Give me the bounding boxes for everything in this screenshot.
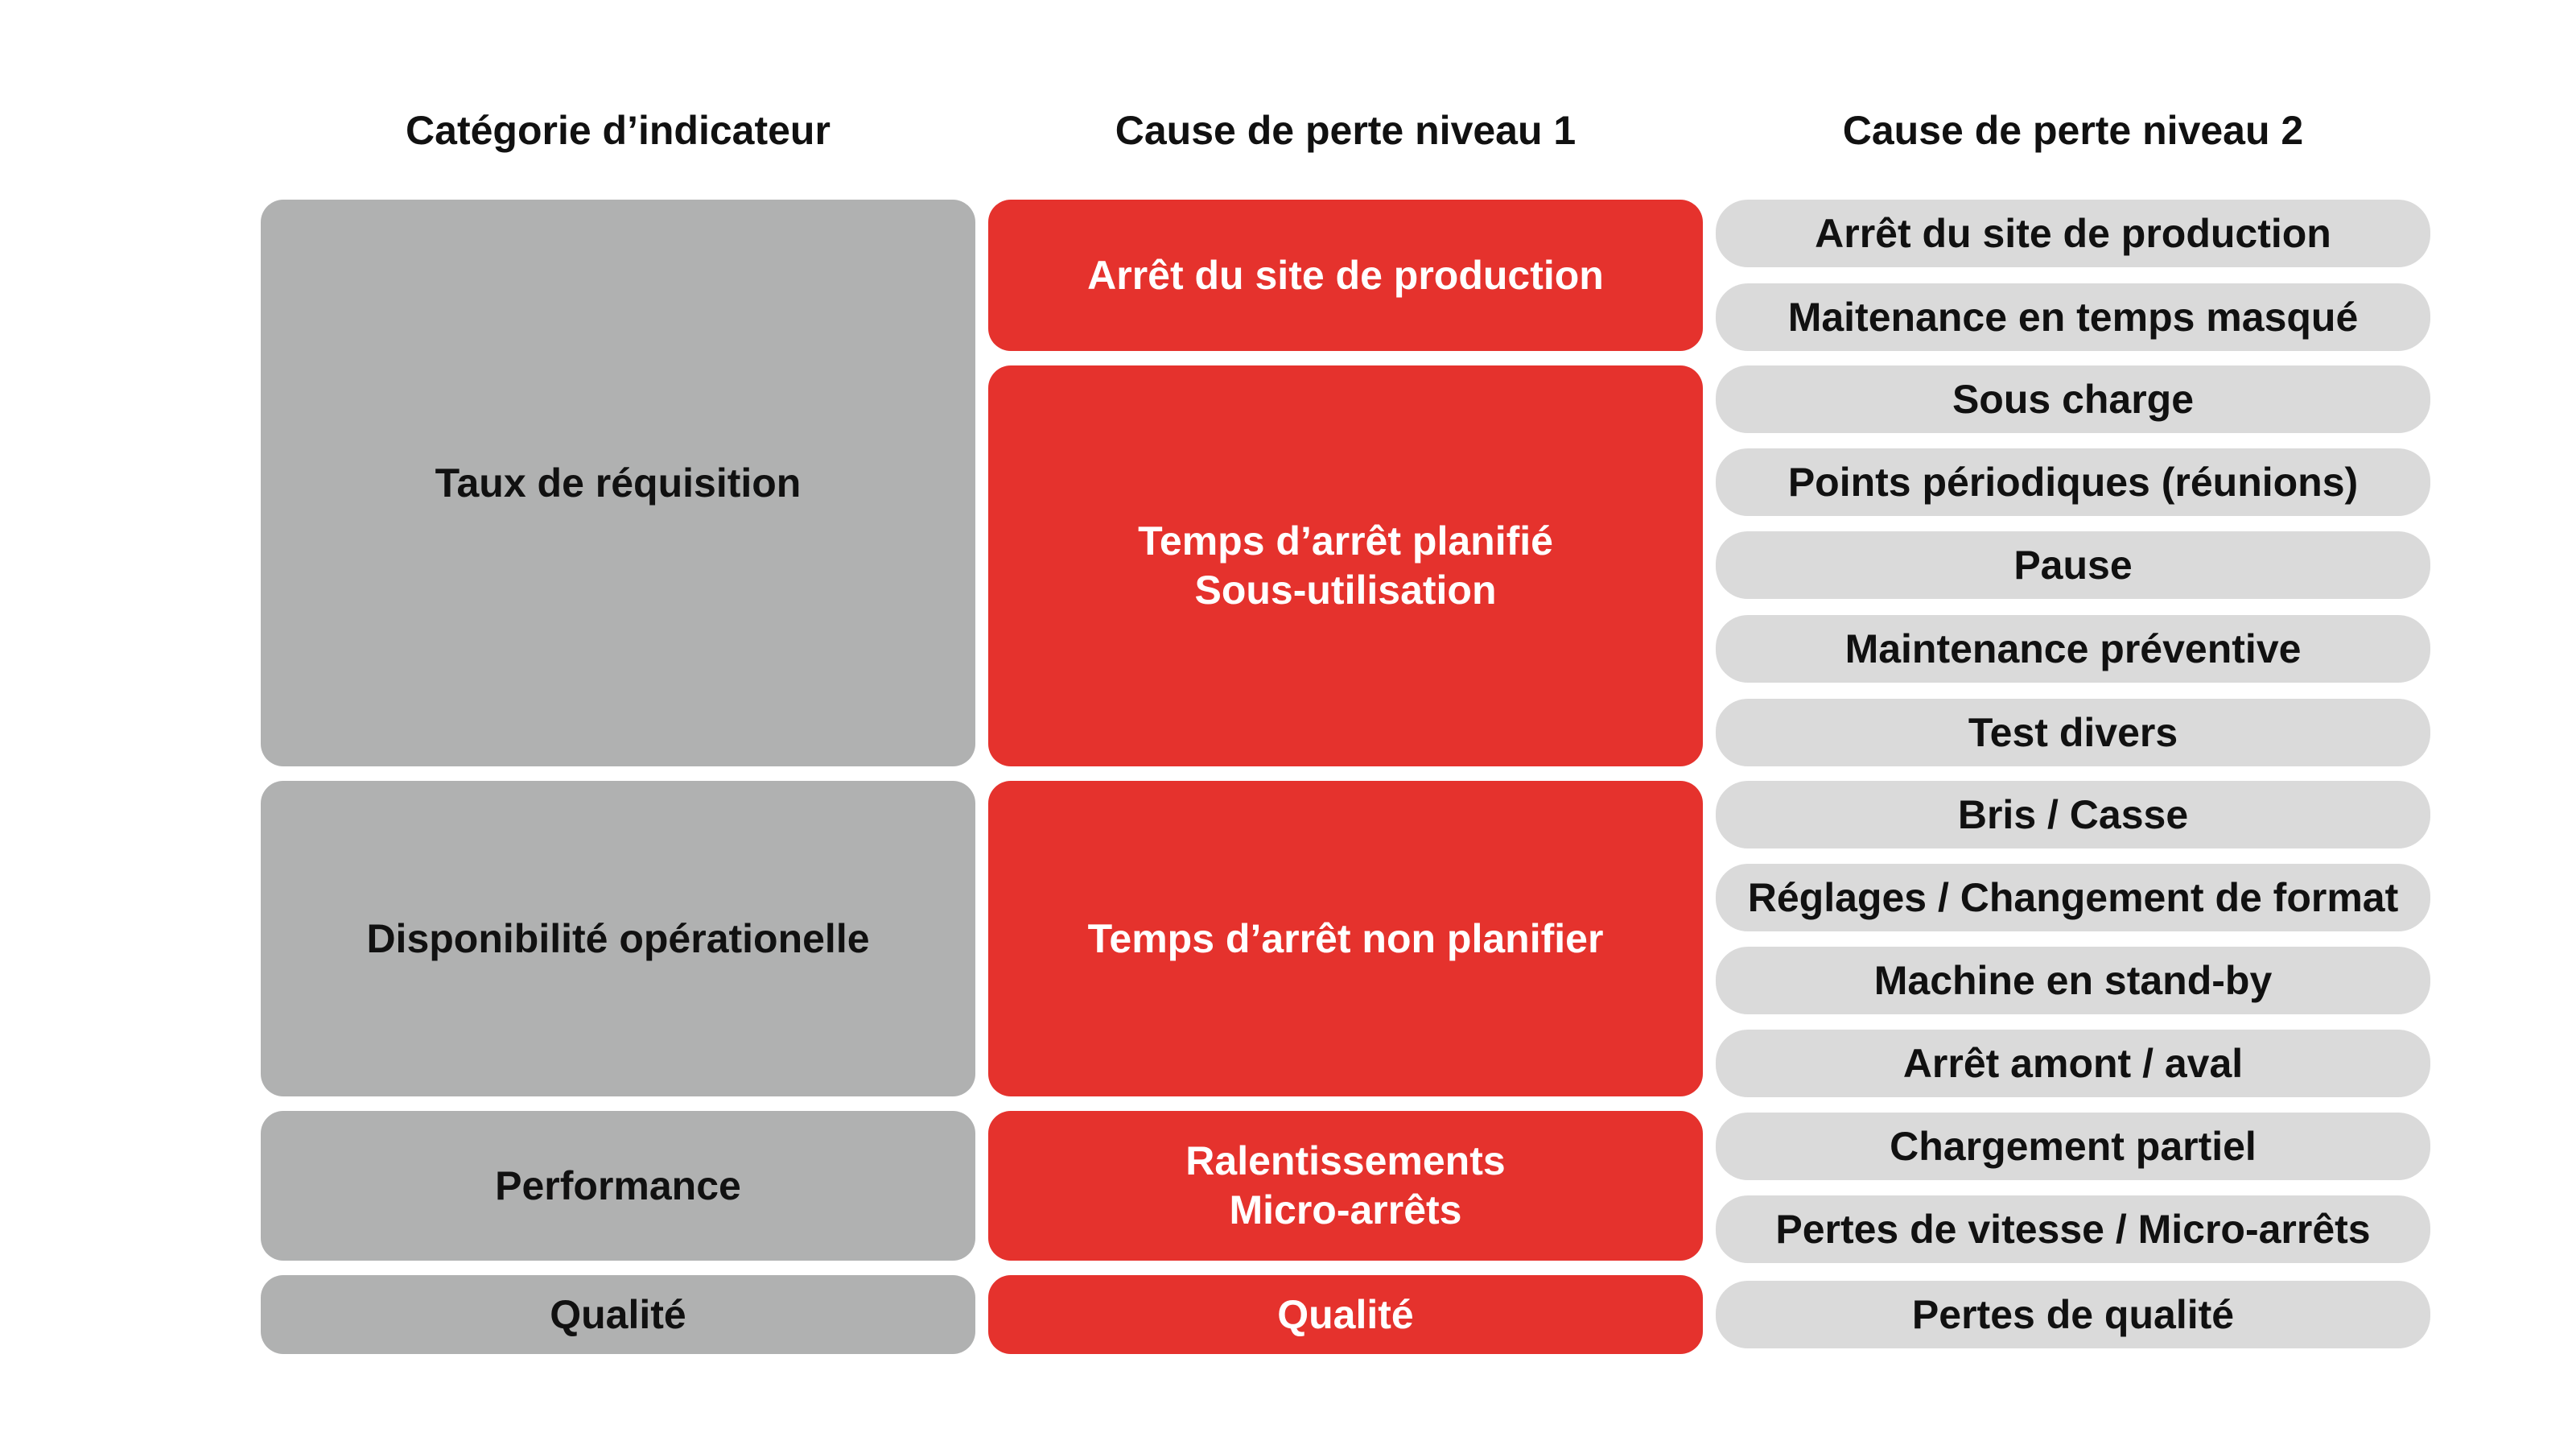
level2-label: Chargement partiel xyxy=(1890,1124,2257,1169)
level1-temps-arret-non-planifier: Temps d’arrêt non planifier xyxy=(988,781,1703,1096)
level2-item: Arrêt amont / aval xyxy=(1716,1030,2430,1097)
level2-label: Arrêt amont / aval xyxy=(1902,1041,2244,1086)
level2-item: Arrêt du site de production xyxy=(1716,200,2430,267)
level2-item: Pertes de qualité xyxy=(1716,1281,2430,1348)
level2-item: Bris / Casse xyxy=(1716,781,2430,848)
level2-label: Sous charge xyxy=(1952,377,2195,422)
level2-item: Maitenance en temps masqué xyxy=(1716,283,2430,351)
header-level2: Cause de perte niveau 2 xyxy=(1842,108,2304,153)
level2-item: Points périodiques (réunions) xyxy=(1716,448,2430,516)
category-label: Taux de réquisition xyxy=(435,460,802,506)
level2-item: Réglages / Changement de format xyxy=(1716,864,2430,931)
level2-label: Pertes de vitesse / Micro-arrêts xyxy=(1775,1207,2371,1252)
level2-item: Test divers xyxy=(1716,699,2430,766)
level2-label: Points périodiques (réunions) xyxy=(1787,460,2359,505)
category-label: Performance xyxy=(495,1163,741,1208)
level1-ralentissements: Ralentissements Micro-arrêts xyxy=(988,1111,1703,1261)
level2-label: Bris / Casse xyxy=(1957,792,2189,837)
level1-label: Arrêt du site de production xyxy=(1087,252,1604,298)
level1-label: Temps d’arrêt non planifier xyxy=(1087,915,1604,961)
level2-label: Pertes de qualité xyxy=(1911,1292,2235,1337)
category-label: Qualité xyxy=(550,1292,686,1337)
level1-label: Ralentissements xyxy=(1185,1138,1506,1183)
category-taux-requisition: Taux de réquisition xyxy=(261,200,975,766)
level2-item: Pertes de vitesse / Micro-arrêts xyxy=(1716,1195,2430,1263)
level2-item: Sous charge xyxy=(1716,365,2430,433)
level2-label: Maintenance préventive xyxy=(1844,626,2302,671)
level2-item: Machine en stand-by xyxy=(1716,947,2430,1014)
level2-label: Réglages / Changement de format xyxy=(1747,875,2399,920)
category-disponibilite: Disponibilité opérationelle xyxy=(261,781,975,1096)
level1-label: Micro-arrêts xyxy=(1229,1187,1462,1232)
header-level1: Cause de perte niveau 1 xyxy=(1115,108,1577,153)
level1-qualite: Qualité xyxy=(988,1275,1703,1354)
level1-label: Sous-utilisation xyxy=(1194,568,1497,613)
category-qualite: Qualité xyxy=(261,1275,975,1354)
level1-temps-arret-planifie: Temps d’arrêt planifié Sous-utilisation xyxy=(988,365,1703,766)
level2-item: Maintenance préventive xyxy=(1716,615,2430,683)
level2-item: Chargement partiel xyxy=(1716,1113,2430,1180)
level2-label: Pause xyxy=(2013,543,2133,588)
level1-label: Temps d’arrêt planifié xyxy=(1138,518,1553,564)
level1-label: Qualité xyxy=(1277,1291,1414,1337)
category-label: Disponibilité opérationelle xyxy=(366,916,870,961)
header-category: Catégorie d’indicateur xyxy=(406,108,831,153)
level2-item: Pause xyxy=(1716,531,2430,599)
level2-label: Arrêt du site de production xyxy=(1815,211,2331,256)
level1-arret-site: Arrêt du site de production xyxy=(988,200,1703,351)
level2-label: Maitenance en temps masqué xyxy=(1787,295,2359,340)
level2-label: Test divers xyxy=(1968,710,2178,755)
level2-label: Machine en stand-by xyxy=(1873,958,2273,1003)
category-performance: Performance xyxy=(261,1111,975,1261)
